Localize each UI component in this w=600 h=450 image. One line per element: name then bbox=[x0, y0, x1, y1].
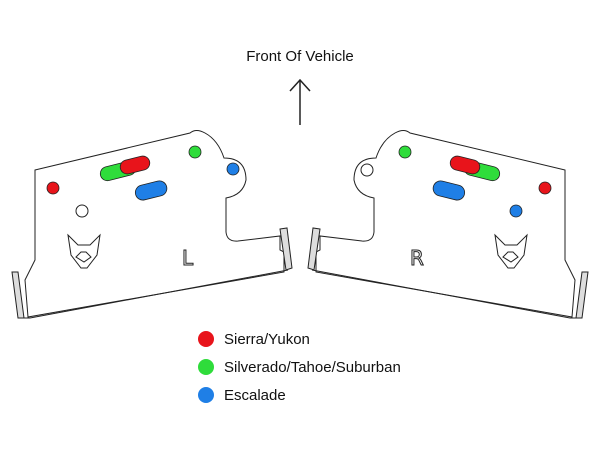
left-red-hole bbox=[46, 181, 60, 195]
legend-label: Silverado/Tahoe/Suburban bbox=[224, 358, 401, 376]
legend-item-silverado-tahoe-suburban: Silverado/Tahoe/Suburban bbox=[198, 353, 401, 381]
left-plate-markers bbox=[46, 145, 240, 201]
right-plate-outline bbox=[315, 130, 576, 318]
left-red-slot bbox=[119, 155, 151, 175]
right-red-hole bbox=[538, 181, 552, 195]
left-plate-outline bbox=[24, 130, 285, 318]
right-red-slot bbox=[449, 155, 481, 175]
right-blue-hole bbox=[509, 204, 523, 218]
right-green-hole bbox=[398, 145, 412, 159]
up-arrow-icon bbox=[289, 78, 311, 125]
left-blue-slot bbox=[134, 180, 168, 201]
front-of-vehicle-label: Front Of Vehicle bbox=[246, 48, 354, 65]
right-blue-slot bbox=[432, 180, 466, 201]
left-plate-flange bbox=[11, 271, 25, 319]
legend-item-escalade: Escalade bbox=[198, 381, 401, 409]
left-plate-letter: L bbox=[182, 246, 194, 270]
left-green-hole bbox=[188, 145, 202, 159]
legend-item-sierra-yukon: Sierra/Yukon bbox=[198, 325, 401, 353]
right-bracket-plate: R bbox=[307, 130, 589, 319]
right-plate-letter: R bbox=[410, 246, 424, 270]
right-plate-tab bbox=[307, 227, 321, 271]
right-plate-flange bbox=[575, 271, 589, 319]
right-plate-markers bbox=[398, 145, 552, 218]
right-plate-lip bbox=[311, 269, 576, 319]
legend-label: Sierra/Yukon bbox=[224, 330, 310, 348]
legend-label: Escalade bbox=[224, 386, 286, 404]
red-dot-icon bbox=[198, 331, 214, 347]
left-plate-tab bbox=[279, 227, 293, 271]
right-plate-hole bbox=[360, 163, 374, 177]
green-dot-icon bbox=[198, 359, 214, 375]
blue-dot-icon bbox=[198, 387, 214, 403]
left-bracket-plate: L bbox=[11, 130, 293, 319]
left-plate-hole bbox=[75, 204, 89, 218]
legend: Sierra/Yukon Silverado/Tahoe/Suburban Es… bbox=[198, 325, 401, 409]
left-blue-hole bbox=[226, 162, 240, 176]
left-plate-lip bbox=[24, 269, 289, 319]
